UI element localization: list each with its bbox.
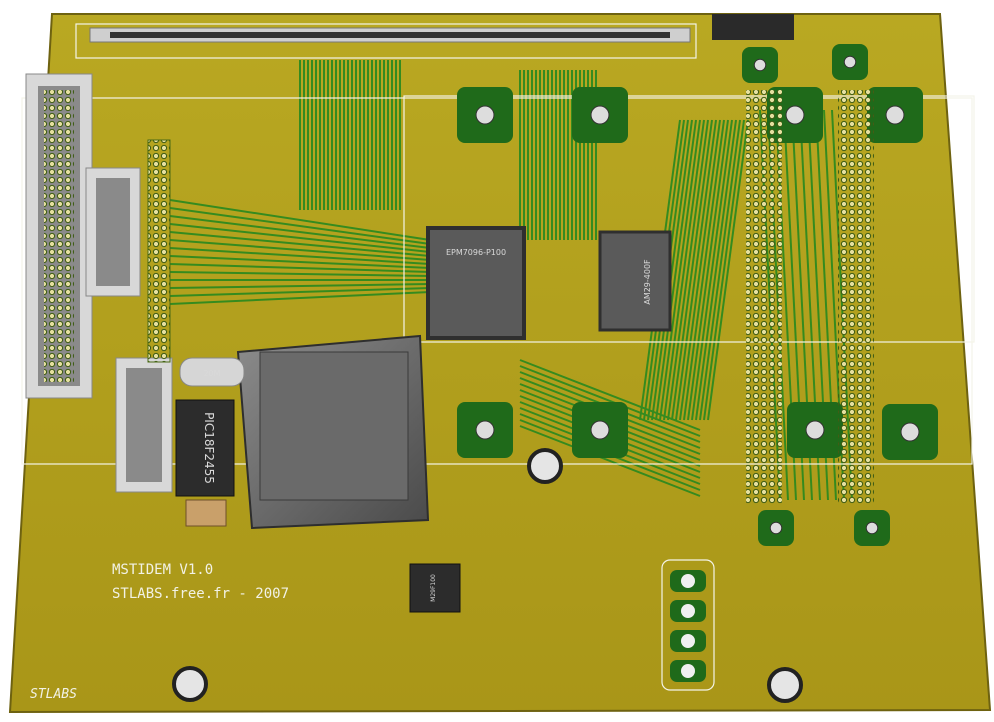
cpld-label: EPM7096-P100 bbox=[446, 248, 506, 257]
pic-mcu-chip: PIC18F2455 bbox=[175, 399, 235, 497]
regulator-label: M29F100 bbox=[430, 574, 437, 602]
power-connector-pads bbox=[670, 570, 706, 682]
flash-label: AM29-400F bbox=[643, 259, 652, 305]
board-title: MSTIDEM V1.0 bbox=[112, 562, 213, 578]
flash-chip: AM29-400F bbox=[598, 230, 672, 332]
left-ide-connector bbox=[25, 73, 93, 399]
bottom-left-connector bbox=[115, 357, 173, 493]
board-credit: STLABS.free.fr - 2007 bbox=[112, 586, 289, 602]
pic-label: PIC18F2455 bbox=[202, 412, 216, 484]
plcc-socket bbox=[236, 334, 430, 530]
mounting-pads bbox=[172, 44, 938, 703]
regulator-chip: M29F100 bbox=[409, 563, 461, 613]
right-pin-columns bbox=[746, 90, 874, 504]
crystal: 20M bbox=[179, 357, 245, 387]
board-outline bbox=[8, 13, 992, 714]
tantalum-capacitor bbox=[185, 499, 227, 527]
top-header-connector bbox=[89, 27, 691, 43]
stlabs-logo: STLABS bbox=[30, 687, 77, 702]
vertical-pin-header bbox=[147, 139, 171, 363]
crystal-label: 20M bbox=[203, 369, 220, 378]
cpld-chip: EPM7096-P100 bbox=[426, 226, 526, 340]
top-right-pin-header bbox=[712, 14, 794, 40]
left-small-connector bbox=[85, 167, 141, 297]
